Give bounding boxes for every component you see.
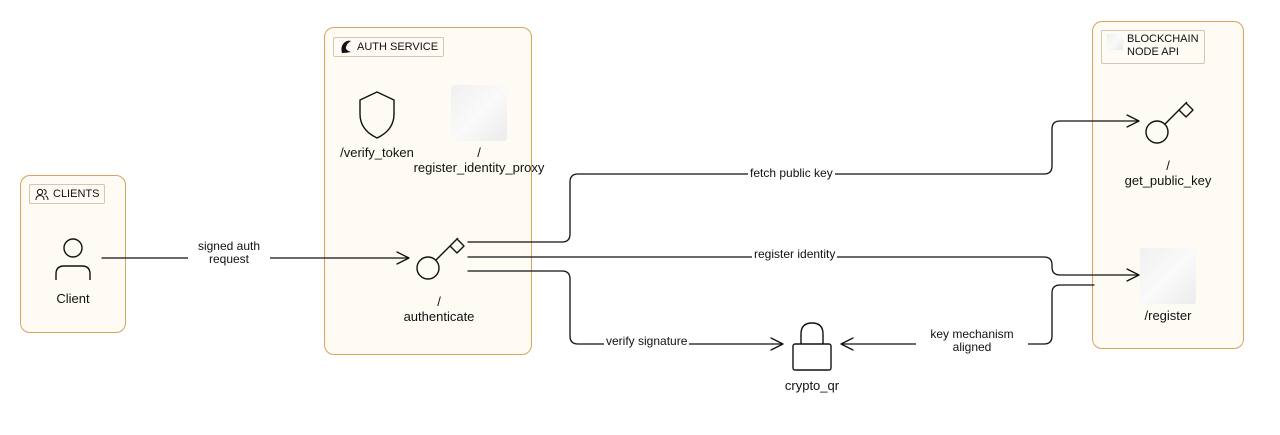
auth-service-group-title: AUTH SERVICE bbox=[357, 40, 439, 53]
key-icon bbox=[416, 237, 465, 280]
blockchain-group-tag: BLOCKCHAIN NODE API bbox=[1101, 30, 1205, 64]
edge-label-key-mechanism: key mechanism aligned bbox=[916, 328, 1028, 354]
register-label: /register bbox=[1144, 308, 1192, 323]
client-label: Client bbox=[56, 291, 90, 306]
blockchain-group-title-line1: BLOCKCHAIN bbox=[1127, 33, 1199, 45]
register-image bbox=[1140, 248, 1196, 304]
clients-group-tag: CLIENTS bbox=[29, 184, 106, 204]
get-public-key-label: / get_public_key bbox=[1124, 158, 1212, 188]
edge-label-signed-auth: signed auth request bbox=[188, 240, 270, 266]
users-icon bbox=[35, 188, 49, 200]
edge-label-verify-signature: verify signature bbox=[604, 334, 690, 348]
register-identity-proxy-image bbox=[451, 85, 507, 141]
edge-key-mechanism-aligned bbox=[841, 284, 1095, 345]
person-icon bbox=[55, 238, 91, 280]
feather-icon bbox=[341, 40, 351, 53]
edge-label-fetch-public-key: fetch public key bbox=[748, 166, 835, 180]
verify-token-label: /verify_token bbox=[340, 145, 414, 160]
edge-label-register-identity: register identity bbox=[752, 247, 838, 261]
crypto-qr-label: crypto_qr bbox=[784, 378, 840, 393]
edge-register-identity bbox=[467, 256, 1139, 276]
authenticate-label: / authenticate bbox=[403, 294, 475, 324]
edge-fetch-public-key bbox=[467, 120, 1139, 243]
shield-icon bbox=[359, 91, 395, 139]
auth-service-group-tag: AUTH SERVICE bbox=[333, 37, 445, 57]
blockchain-group-title-line2: NODE API bbox=[1127, 46, 1179, 58]
register-identity-proxy-label: / register_identity_proxy bbox=[413, 145, 545, 175]
auth-service-group bbox=[324, 27, 532, 355]
clients-group-title: CLIENTS bbox=[53, 187, 100, 200]
edge-verify-signature bbox=[467, 270, 783, 345]
lock-icon bbox=[792, 322, 832, 371]
blockchain-node-api-group bbox=[1092, 21, 1244, 349]
key-icon bbox=[1145, 101, 1194, 144]
blank-logo bbox=[1107, 34, 1123, 50]
